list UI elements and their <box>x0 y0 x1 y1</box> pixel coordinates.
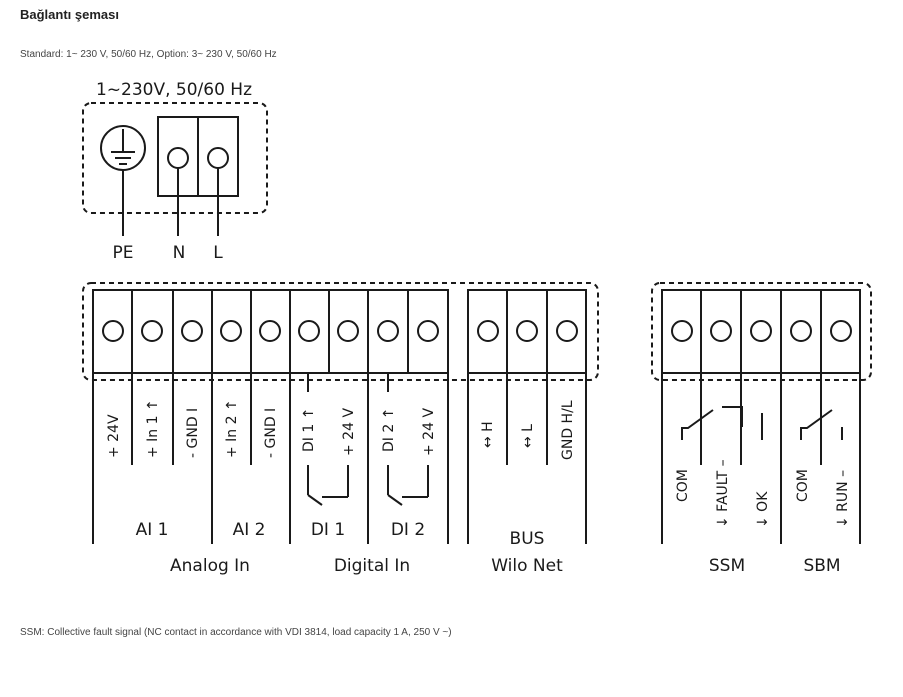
ssm-contact-symbol <box>681 406 763 440</box>
power-title: 1~230V, 50/60 Hz <box>96 80 252 100</box>
relay-dividers <box>700 290 822 373</box>
main-dashed-enclosure <box>82 282 599 381</box>
terminal-label-sbm-com: COM <box>795 469 811 502</box>
analog-digital-screws <box>102 320 439 342</box>
l-terminal-screw <box>207 147 229 169</box>
terminal-label-24v: + 24V <box>106 414 122 458</box>
relay-screws <box>671 320 852 342</box>
l-label: L <box>213 243 223 263</box>
group-label-analog-in: Analog In <box>170 556 250 576</box>
terminal-label-fault: ↓ FAULT – <box>715 459 731 528</box>
terminal-label-di1-24v: + 24 V <box>341 408 357 456</box>
terminal-label-di2: DI 2 ↑ <box>381 408 397 452</box>
relay-dashed-enclosure <box>651 282 872 381</box>
page-heading: Bağlantı şeması <box>20 7 119 22</box>
group-label-di2: DI 2 <box>391 520 425 540</box>
terminal-label-ssm-com: COM <box>675 469 691 502</box>
power-dashed-enclosure <box>82 102 268 214</box>
group-label-wilo-net: Wilo Net <box>491 556 563 576</box>
bus-screws <box>477 320 578 342</box>
analog-digital-dividers <box>131 290 409 373</box>
group-label-digital-in: Digital In <box>334 556 410 576</box>
terminal-label-run: ↓ RUN – <box>835 470 851 528</box>
group-label-ai1: AI 1 <box>136 520 169 540</box>
terminal-label-gnd1: - GND I <box>185 408 201 458</box>
terminal-label-bus-l: ↔ L <box>520 424 536 448</box>
bus-terminal-block <box>467 289 587 374</box>
n-label: N <box>173 243 186 263</box>
terminal-label-gnd2: - GND I <box>263 408 279 458</box>
sbm-contact-symbol <box>800 409 843 440</box>
bus-wires <box>467 373 587 544</box>
terminal-label-di2-24v: + 24 V <box>421 408 437 456</box>
standard-voltage-text: Standard: 1~ 230 V, 50/60 Hz, Option: 3~… <box>20 49 277 60</box>
pe-label: PE <box>113 243 134 263</box>
n-terminal-screw <box>167 147 189 169</box>
terminal-label-ok: ↓ OK <box>755 491 771 528</box>
ssm-footnote: SSM: Collective fault signal (NC contact… <box>20 627 452 638</box>
analog-digital-terminal-block <box>92 289 449 374</box>
digital-input-wires <box>307 373 449 544</box>
ground-icon <box>111 129 135 165</box>
terminal-label-in2: + In 2 ↑ <box>224 399 240 458</box>
terminal-label-di1: DI 1 ↑ <box>301 408 317 452</box>
terminal-label-bus-h: ↔ H <box>480 421 496 448</box>
group-label-sbm: SBM <box>803 556 840 576</box>
group-label-di1: DI 1 <box>311 520 345 540</box>
group-label-ssm: SSM <box>709 556 745 576</box>
relay-terminal-block <box>661 289 861 374</box>
terminal-label-gnd-hl: GND H/L <box>560 400 576 460</box>
analog-wires <box>92 373 291 544</box>
group-label-ai2: AI 2 <box>233 520 266 540</box>
terminal-label-in1: + In 1 ↑ <box>145 399 161 458</box>
group-label-bus: BUS <box>510 529 545 549</box>
